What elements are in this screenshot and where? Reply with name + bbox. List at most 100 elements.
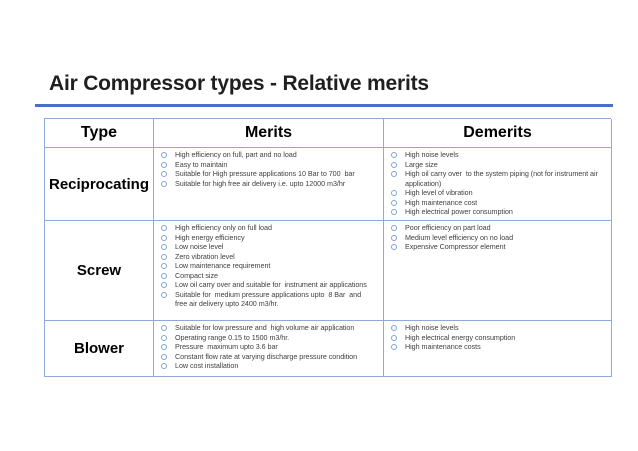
circle-bullet-icon (161, 180, 167, 187)
list-item: High electrical energy consumption (391, 333, 599, 343)
list-item-text: High noise levels (405, 323, 459, 332)
merits-cell: Suitable for low pressure and high volum… (154, 321, 384, 377)
list-item-text: Large size (405, 159, 438, 169)
list-item-text: Operating range 0.15 to 1500 m3/hr. (175, 332, 290, 342)
table-header-row: Type Merits Demerits (45, 119, 612, 148)
circle-bullet-icon (161, 325, 167, 331)
type-cell: Screw (45, 221, 154, 321)
type-cell: Reciprocating (45, 148, 154, 221)
table-body: Reciprocating High efficiency on full, pa… (45, 148, 612, 377)
list-item: High noise levels (391, 150, 599, 160)
list-item: High maintenance cost (391, 198, 599, 208)
list-item-text: Medium level efficiency on no load (405, 232, 514, 242)
list-item-text: Low maintenance requirement (175, 261, 271, 270)
list-item: Pressure maximum upto 3.6 bar (161, 342, 371, 352)
list-item: Suitable for High pressure applications … (161, 169, 371, 179)
list-item-text: High energy efficiency (175, 232, 245, 242)
list-item-text: High noise levels (405, 150, 459, 159)
table-row: Blower Suitable for low pressure and high… (45, 321, 612, 377)
circle-bullet-icon (391, 209, 397, 215)
circle-bullet-icon (161, 253, 167, 260)
circle-bullet-icon (161, 225, 167, 231)
circle-bullet-icon (161, 353, 167, 360)
list-item: Constant flow rate at varying discharge … (161, 352, 371, 362)
list-item: High oil carry over to the system piping… (391, 169, 599, 188)
circle-bullet-icon (161, 272, 167, 279)
list-item-text: High efficiency only on full load (175, 223, 272, 232)
list-item: Low cost installation (161, 361, 371, 371)
list-item: High energy efficiency (161, 233, 371, 243)
list-item: High electrical power consumption (391, 207, 599, 217)
list-item-text: High maintenance cost (405, 197, 478, 207)
circle-bullet-icon (161, 152, 167, 158)
list-item: Zero vibration level (161, 252, 371, 262)
list-item: Compact size (161, 271, 371, 281)
column-header-type: Type (45, 119, 154, 148)
list-item: Large size (391, 160, 599, 170)
list-item: Low oil carry over and suitable for inst… (161, 280, 371, 290)
list-item: High efficiency on full, part and no loa… (161, 150, 371, 160)
merits-list: Suitable for low pressure and high volum… (161, 323, 371, 371)
circle-bullet-icon (391, 344, 397, 350)
circle-bullet-icon (161, 263, 167, 269)
list-item-text: Expensive Compressor element (405, 242, 506, 251)
circle-bullet-icon (391, 325, 397, 331)
list-item: High level of vibration (391, 188, 599, 198)
list-item-text: High electrical power consumption (405, 207, 513, 216)
circle-bullet-icon (391, 152, 397, 158)
list-item: Poor efficiency on part load (391, 223, 599, 233)
circle-bullet-icon (391, 161, 397, 168)
circle-bullet-icon (391, 225, 397, 231)
list-item-text: High maintenance costs (405, 342, 481, 351)
list-item-text: Poor efficiency on part load (405, 223, 491, 232)
list-item-text: Low cost installation (175, 361, 239, 370)
circle-bullet-icon (161, 344, 167, 350)
list-item-text: High electrical energy consumption (405, 332, 516, 342)
circle-bullet-icon (391, 190, 397, 196)
list-item: High efficiency only on full load (161, 223, 371, 233)
list-item-text: Easy to maintain (175, 159, 228, 169)
list-item: Low noise level (161, 242, 371, 252)
list-item-text: Compact size (175, 270, 218, 280)
list-item-text: Zero vibration level (175, 251, 235, 261)
column-header-merits: Merits (154, 119, 384, 148)
type-cell: Blower (45, 321, 154, 377)
circle-bullet-icon (161, 234, 167, 241)
list-item: Operating range 0.15 to 1500 m3/hr. (161, 333, 371, 343)
circle-bullet-icon (161, 171, 167, 177)
list-item: Easy to maintain (161, 160, 371, 170)
circle-bullet-icon (391, 334, 397, 341)
list-item: Medium level efficiency on no load (391, 233, 599, 243)
circle-bullet-icon (391, 171, 397, 177)
list-item-text: Constant flow rate at varying discharge … (175, 351, 358, 361)
circle-bullet-icon (161, 244, 167, 250)
list-item-text: High oil carry over to the system piping… (405, 169, 600, 188)
list-item: High noise levels (391, 323, 599, 333)
list-item: Suitable for low pressure and high volum… (161, 323, 371, 333)
list-item-text: Low noise level (175, 242, 224, 251)
table-row: Reciprocating High efficiency on full, pa… (45, 148, 612, 221)
circle-bullet-icon (161, 291, 167, 298)
column-header-demerits: Demerits (384, 119, 612, 148)
list-item-text: Suitable for high free air delivery i.e.… (175, 178, 346, 188)
circle-bullet-icon (161, 282, 167, 288)
list-item: Suitable for medium pressure application… (161, 290, 371, 309)
title-underline-rule (35, 104, 613, 107)
list-item: Low maintenance requirement (161, 261, 371, 271)
list-item-text: Suitable for medium pressure application… (175, 289, 363, 309)
merits-list: High efficiency on full, part and no loa… (161, 150, 371, 188)
list-item-text: Suitable for low pressure and high volum… (175, 323, 355, 332)
list-item: High maintenance costs (391, 342, 599, 352)
circle-bullet-icon (391, 244, 397, 250)
list-item-text: High efficiency on full, part and no loa… (175, 150, 297, 159)
